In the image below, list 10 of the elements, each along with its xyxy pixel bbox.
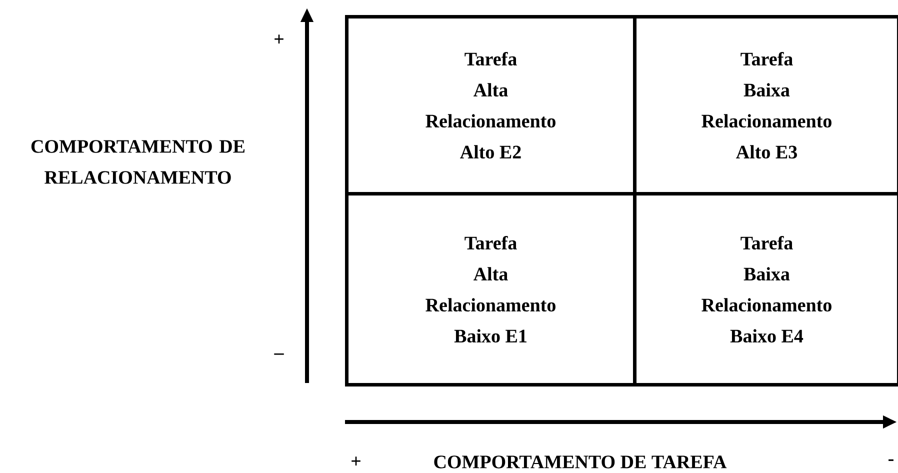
quadrant-box: Tarefa Baixa Relacionamento Alto E3 bbox=[633, 14, 898, 196]
axis-title: COMPORTAMENTO DE TAREFA bbox=[434, 456, 727, 468]
axis-sign: – bbox=[274, 353, 284, 355]
axis-sign: + bbox=[352, 456, 360, 466]
quadrant-box: Tarefa Alta Relacionamento Baixo E1 bbox=[345, 192, 636, 386]
axis-sign: + bbox=[274, 34, 284, 44]
axis-sign: - bbox=[888, 459, 894, 461]
quadrant-box: Tarefa Baixa Relacionamento Baixo E4 bbox=[633, 192, 898, 386]
quadrant-box: Tarefa Alta Relacionamento Alto E2 bbox=[345, 14, 636, 196]
axis-title: COMPORTAMENTO DE RELACIONAMENTO bbox=[31, 140, 245, 184]
